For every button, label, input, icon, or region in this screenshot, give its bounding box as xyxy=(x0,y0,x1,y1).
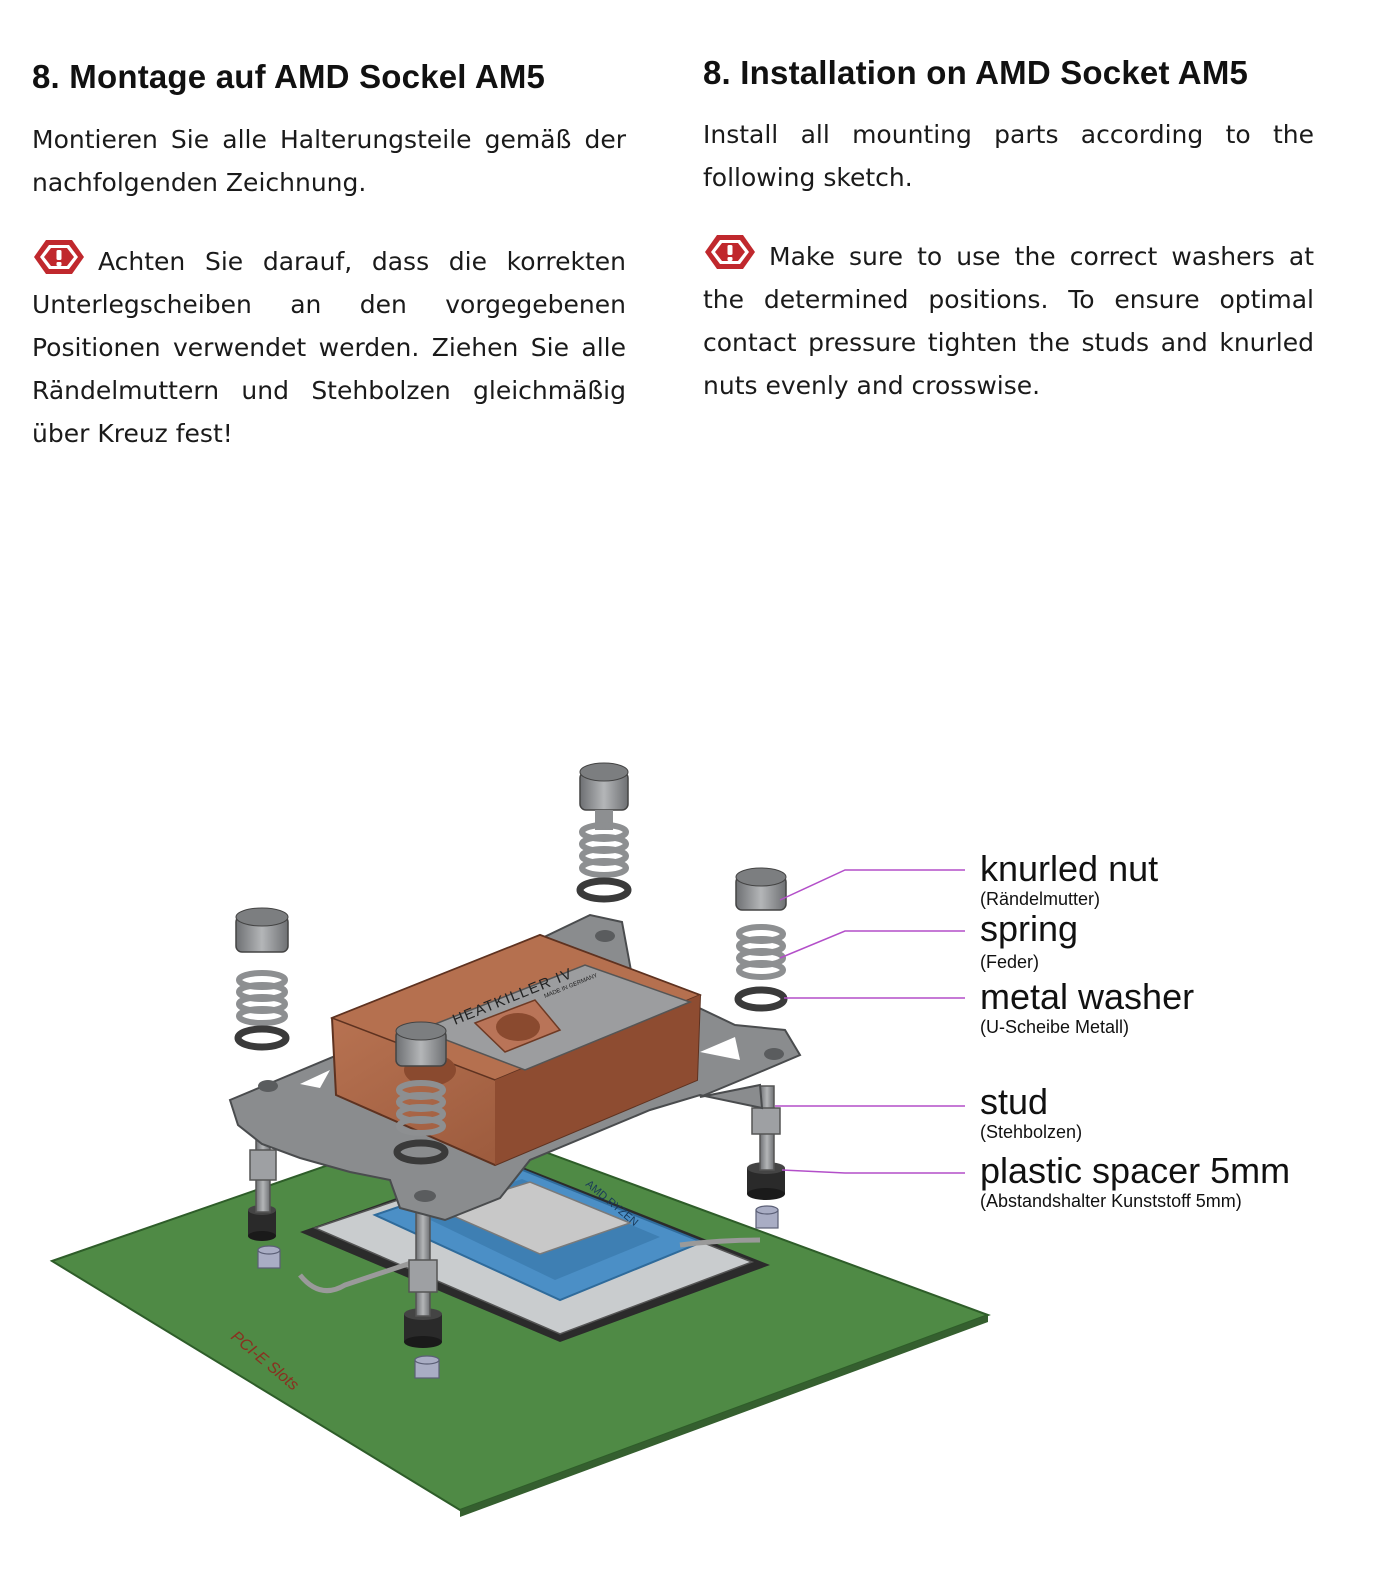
mounting-diagram: PCI-E Slots AMD RYZEN xyxy=(0,740,1375,1540)
plastic-spacer xyxy=(747,1162,785,1200)
german-warning-paragraph: Achten Sie darauf, dass die korrekten Un… xyxy=(32,238,626,455)
german-intro-paragraph: Montieren Sie alle Halterungsteile gemäß… xyxy=(32,125,626,197)
screw-assembly xyxy=(234,907,290,1051)
english-intro-paragraph: Install all mounting parts according to … xyxy=(703,120,1314,192)
mounting-diagram-illustration: PCI-E Slots AMD RYZEN xyxy=(49,762,991,1517)
warning-exclamation-icon xyxy=(703,233,757,271)
screw-assembly xyxy=(576,762,632,903)
label-plastic-spacer: plastic spacer 5mm (Abstandshalter Kunst… xyxy=(980,1150,1291,1212)
german-warning-text: Achten Sie darauf, dass die korrekten Un… xyxy=(32,247,626,448)
label-metal-washer: metal washer (U-Scheibe Metall) xyxy=(980,976,1195,1038)
label-spring: spring (Feder) xyxy=(980,908,1079,973)
plastic-spacer xyxy=(404,1308,442,1348)
german-heading: 8. Montage auf AMD Sockel AM5 xyxy=(32,58,546,95)
warning-exclamation-icon xyxy=(32,238,86,276)
english-warning-paragraph: Make sure to use the correct washers at … xyxy=(703,233,1314,407)
label-knurled-nut: knurled nut (Rändelmutter) xyxy=(980,848,1159,910)
label-stud: stud (Stehbolzen) xyxy=(980,1081,1083,1143)
callout-lines xyxy=(775,869,965,1174)
english-warning-text: Make sure to use the correct washers at … xyxy=(703,242,1314,400)
screw-assembly xyxy=(734,867,788,1012)
block-top-plate xyxy=(417,964,693,1071)
english-heading: 8. Installation on AMD Socket AM5 xyxy=(703,54,1249,91)
screw-assembly xyxy=(393,1021,449,1165)
